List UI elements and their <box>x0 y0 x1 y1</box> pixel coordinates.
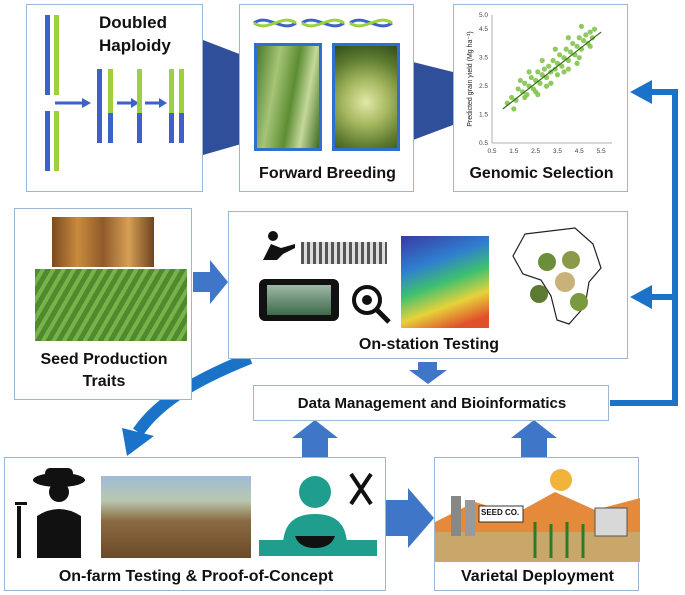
farm-workers-photo <box>101 476 251 558</box>
x-tick-label: 4.5 <box>575 148 584 155</box>
drone-heatmap-photo <box>401 236 489 328</box>
y-tick-label: 5.0 <box>479 12 488 19</box>
data-management-label: Data Management and Bioinformatics <box>297 395 567 412</box>
nutrition-icon <box>259 472 377 556</box>
scatter-point <box>539 57 545 64</box>
scatter-point <box>554 72 561 78</box>
scatter-point <box>537 80 543 86</box>
phenotype-strip <box>301 242 387 264</box>
scatter-point <box>509 94 515 101</box>
scatter-point <box>570 40 576 47</box>
doubled-haploidy-label-line1: Doubled <box>99 13 167 32</box>
scatter-point <box>563 46 569 52</box>
seed-production-label-line1: Seed Production <box>40 351 168 368</box>
scatter-point <box>539 72 545 78</box>
scatter-point <box>515 86 521 92</box>
scatter-point <box>526 69 532 75</box>
arrow-seed-to-station <box>193 260 228 304</box>
arrow-onfarm-to-data <box>292 420 338 457</box>
scatter-point <box>511 106 517 112</box>
scatter-point <box>561 55 567 61</box>
scatter-point <box>578 23 585 29</box>
scatter-point <box>565 35 571 41</box>
seed-field-photo <box>35 269 187 341</box>
arrow-varietal-to-data <box>511 420 557 457</box>
scatter-point <box>576 35 582 41</box>
seed-co-sign: SEED CO. <box>481 508 520 517</box>
scatter-point <box>522 94 528 101</box>
scatter-point <box>567 49 574 55</box>
y-axis-label: Predicted grain yield (Mg ha⁻¹) <box>467 31 474 127</box>
y-tick-label: 2.5 <box>479 83 488 90</box>
arrow-station-to-data <box>409 362 447 384</box>
on-station-box: On-station Testing <box>228 211 628 359</box>
leaf-photo-2 <box>332 43 400 151</box>
scatter-point <box>587 29 593 35</box>
scatter-point <box>587 43 593 49</box>
varietal-box: SEED CO. Varietal Deployment <box>434 457 640 591</box>
village-illustration <box>435 469 640 562</box>
scatter-point <box>561 69 567 75</box>
x-tick-label: 3.5 <box>553 148 562 155</box>
scatter-point <box>528 74 534 81</box>
africa-map-icon <box>512 227 602 325</box>
scatter-point <box>574 60 580 66</box>
y-tick-label: 4.5 <box>479 26 488 33</box>
scatter-point <box>559 63 565 69</box>
feedback-loop <box>610 89 678 406</box>
trend-line <box>502 31 602 110</box>
scatter-point <box>583 32 589 38</box>
dna-icon <box>253 18 393 28</box>
scatter-point <box>535 92 541 98</box>
scatter-point <box>552 46 558 52</box>
farmer-icon <box>15 468 85 558</box>
maize-ears-photo <box>52 217 154 267</box>
seed-production-box: Seed Production Traits <box>14 208 192 400</box>
varietal-label: Varietal Deployment <box>461 568 614 585</box>
chromosome-diagram <box>45 15 184 171</box>
arrow-onfarm-to-varietal <box>386 488 434 548</box>
researcher-icon <box>263 231 295 260</box>
y-tick-label: 3.5 <box>479 55 488 62</box>
x-tick-label: 1.5 <box>509 148 518 155</box>
scatter-point <box>543 83 550 89</box>
tablet-icon <box>259 279 339 321</box>
on-station-label: On-station Testing <box>358 336 500 353</box>
scatter-point <box>541 66 547 72</box>
scatter-point <box>591 26 598 32</box>
x-tick-label: 5.5 <box>597 148 606 155</box>
forward-breeding-label: Forward Breeding <box>259 165 396 182</box>
seed-production-label-line2: Traits <box>82 373 126 390</box>
scatter-point <box>581 38 587 44</box>
scatter-point <box>589 35 595 41</box>
y-tick-label: 1.5 <box>479 112 488 119</box>
x-tick-label: 0.5 <box>487 148 496 155</box>
genomic-scatter-chart: 0.5 1.5 2.5 3.5 4.5 5.5 5.0 4.5 3.5 2.5 1.5 0.5 Pred… <box>467 12 612 155</box>
scatter-point <box>565 66 571 72</box>
scatter-point <box>517 77 523 84</box>
genomic-selection-label: Genomic Selection <box>469 165 614 182</box>
x-tick-label: 2.5 <box>531 148 540 155</box>
scatter-point <box>574 43 580 49</box>
doubled-haploidy-box: Doubled Haploidy <box>26 4 203 192</box>
scatter-point <box>522 80 528 86</box>
connector-fb-to-gs <box>413 62 453 140</box>
scatter-point <box>535 69 541 75</box>
doubled-haploidy-label-line2: Haploidy <box>99 36 171 55</box>
genomic-selection-box: 0.5 1.5 2.5 3.5 4.5 5.5 5.0 4.5 3.5 2.5 1.5 0.5 Pred… <box>453 4 628 192</box>
scatter-point <box>552 66 558 72</box>
magnifier-bug-icon <box>352 285 391 324</box>
leaf-photo-1 <box>254 43 322 151</box>
y-tick-label: 0.5 <box>479 140 488 147</box>
forward-breeding-box: Forward Breeding <box>239 4 414 192</box>
scatter-point <box>548 80 554 86</box>
scatter-point <box>550 57 556 64</box>
scatter-point <box>557 52 563 58</box>
scatter-point <box>576 55 582 61</box>
on-farm-label: On-farm Testing & Proof-of-Concept <box>58 568 334 585</box>
on-farm-box: On-farm Testing & Proof-of-Concept <box>4 457 386 591</box>
scatter-point <box>546 63 552 69</box>
data-management-box: Data Management and Bioinformatics <box>253 385 609 421</box>
